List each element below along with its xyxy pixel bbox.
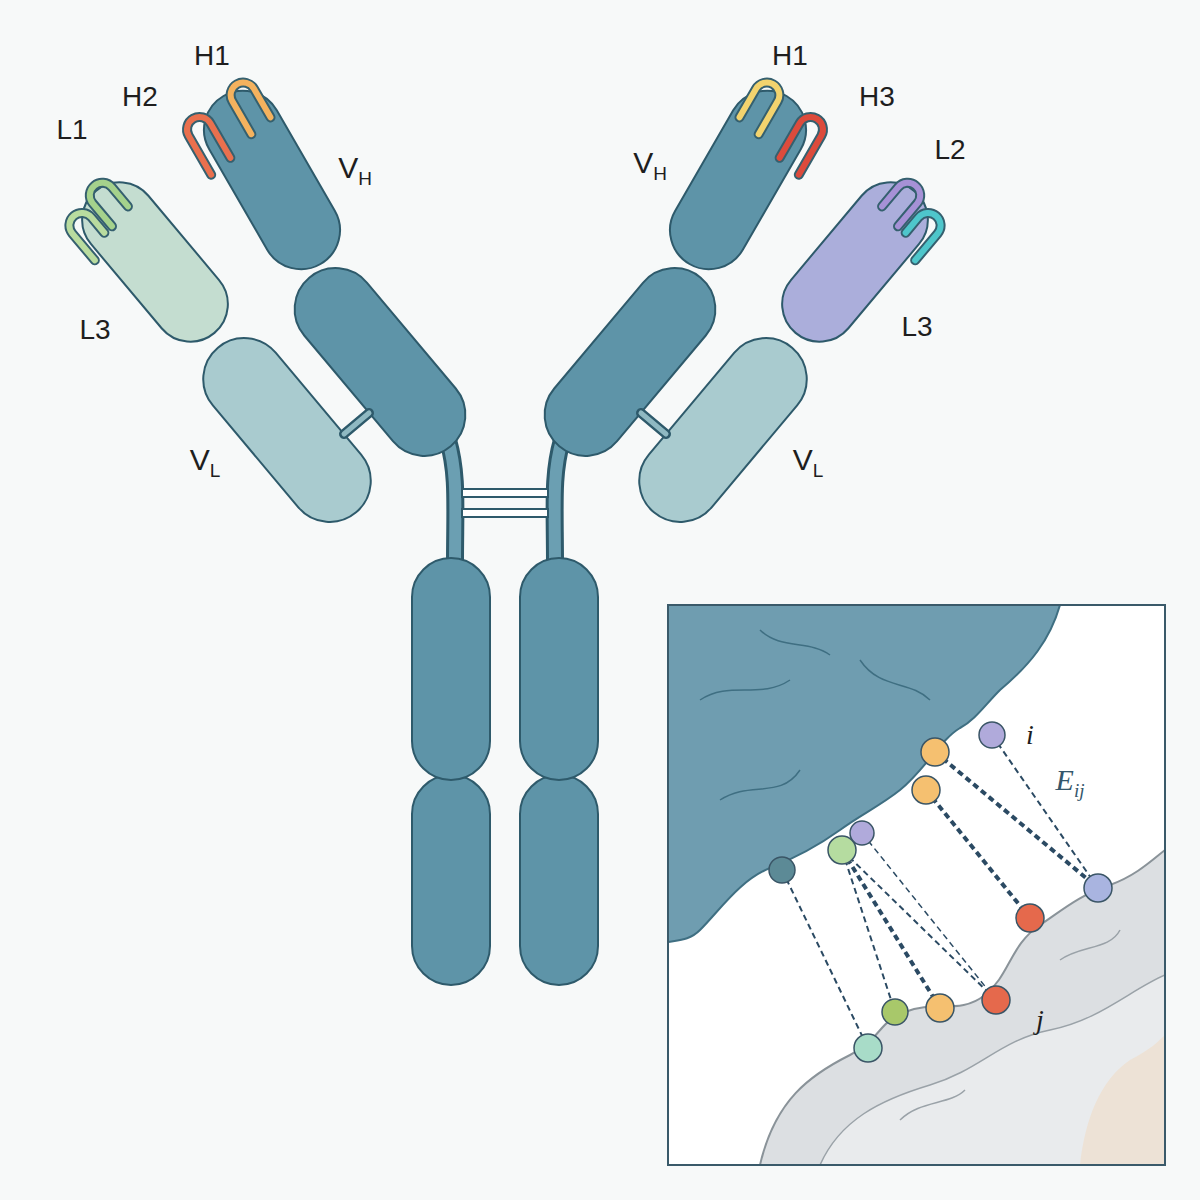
variable-domain (767, 163, 952, 362)
fab-arm (58, 73, 482, 538)
constant-domain (622, 321, 823, 538)
inset-frame (668, 605, 1165, 1165)
cdr-label: H3 (859, 82, 895, 113)
cdr-label: L2 (934, 135, 965, 166)
antibody-surface (668, 605, 1060, 942)
cdr-label: L1 (56, 115, 87, 146)
variable-domain (656, 73, 832, 289)
cdr-label: H1 (772, 41, 808, 72)
domain-label: VL (190, 443, 221, 482)
residues (769, 722, 1112, 1062)
residue-label: j (1036, 1005, 1044, 1036)
domain-label: VH (338, 151, 372, 190)
antigen-surface (760, 850, 1165, 1165)
fab-arm (528, 73, 952, 538)
cdr-label: H2 (122, 82, 158, 113)
domain-label: VH (633, 146, 667, 185)
disulfide-bond (462, 509, 548, 517)
hinge (448, 440, 562, 565)
fc-region (412, 558, 598, 985)
constant-domain (186, 321, 387, 538)
cdr-label: L3 (79, 315, 110, 346)
cdr-label: H1 (194, 41, 230, 72)
disulfide-bond (462, 489, 548, 497)
residue-label: i (1026, 720, 1034, 751)
variable-domain (58, 163, 243, 362)
domain-label: VL (793, 443, 824, 482)
variable-domain (178, 73, 354, 289)
energy-label: Eij (1056, 763, 1085, 802)
interface-inset (668, 605, 1165, 1165)
interaction-lines (782, 735, 1098, 1048)
cdr-label: L3 (901, 312, 932, 343)
